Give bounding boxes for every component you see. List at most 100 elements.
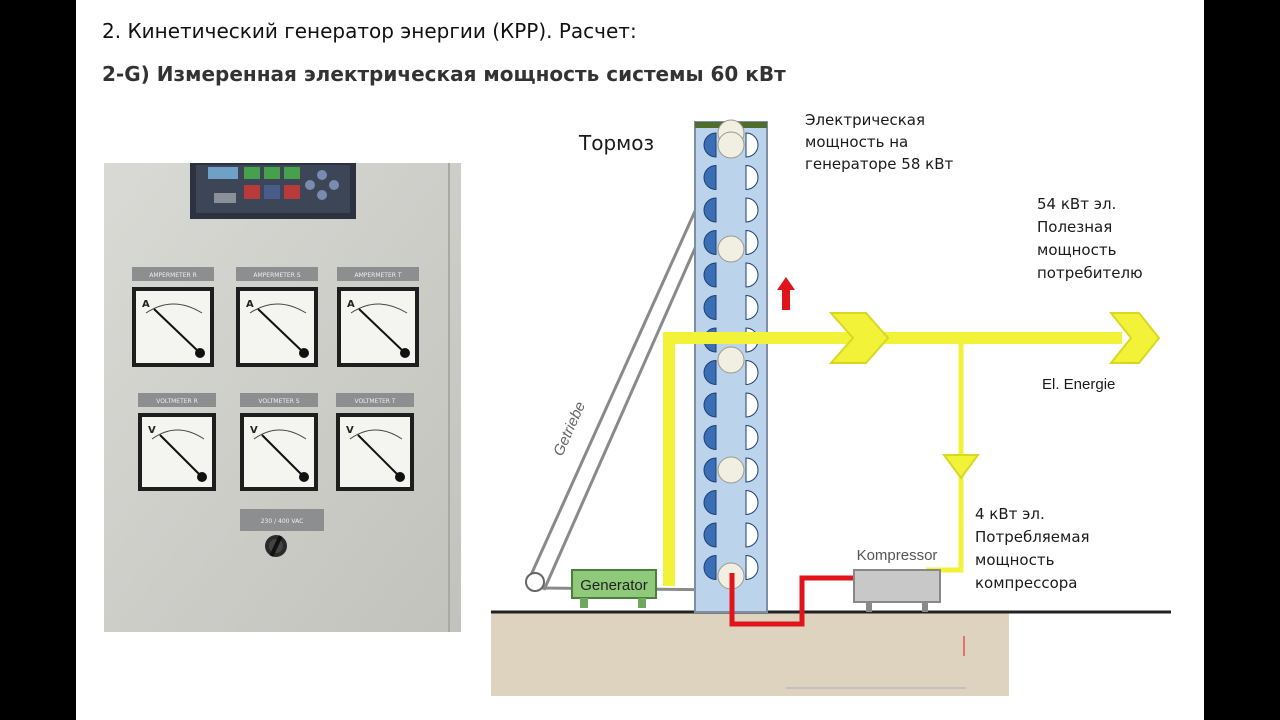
bucket-right [745,424,759,451]
bucket-left [703,359,717,386]
compressor-power-line: мощность [975,551,1055,569]
bucket-left [703,522,717,548]
useful-power-line: мощность [1037,241,1117,259]
flow-arrow-down [942,454,980,480]
bucket-right [745,522,759,548]
generator-power-label: Электрическая мощность на генераторе 58 … [805,109,953,175]
voltmeter-label-plate [138,393,216,407]
ammeter-meter: AMPERMETER S A [236,267,318,367]
flow-arrow [1108,312,1161,364]
bucket-left [703,489,717,516]
compressor-power-line: компрессора [975,574,1078,592]
ammeter-needle [358,308,406,354]
bucket-left [703,262,717,288]
bucket-left [703,457,717,483]
compressor: Kompressor [853,547,941,612]
voltmeter-symbol: V [148,425,156,436]
slide-heading: 2. Кинетический генератор энергии (КРР).… [102,19,637,43]
ammeter-label: AMPERMETER R [149,272,197,279]
ammeter-symbol: A [246,299,254,310]
voltmeter-label: VOLTMETER S [258,398,299,405]
bucket-right [745,132,759,158]
voltmeter-meter: VOLTMETER S V [240,393,318,491]
air-line [729,573,854,627]
bucket-right [745,164,759,191]
voltmeter-scale [349,429,403,440]
gearbox-label: Getriebe [550,399,589,458]
air-balls [717,119,745,590]
bucket-left [703,294,717,321]
air-ball [717,131,745,159]
voltage-plate-text: 230 / 400 VAC [261,518,304,525]
compressor-power-line: 4 кВт эл. [975,505,1045,523]
ammeter-pivot [299,348,309,358]
ammeter-scale [249,303,307,314]
compressor-power-label: 4 кВт эл. Потребляемая мощность компресс… [975,503,1090,595]
voltmeter-needle [357,434,401,478]
voltmeter-symbol: V [346,425,354,436]
bucket-left [703,554,717,581]
bucket-right [745,229,759,256]
ammeter-label-plate [236,267,318,281]
generator-label: Generator [580,577,648,594]
energy-flow [663,312,1161,586]
generator-power-line: генераторе 58 кВт [805,155,954,173]
ammeter-label: AMPERMETER S [253,272,300,279]
ammeter-label: AMPERMETER T [354,272,401,279]
air-ball [717,235,745,263]
brake-label: Тормоз [579,131,655,155]
bucket-right [745,457,759,483]
bucket-left [703,197,717,223]
ammeter-needle [257,308,305,354]
voltmeter-label: VOLTMETER R [156,398,198,405]
ammeter-meter: AMPERMETER R A [132,267,214,367]
bucket-left [703,164,717,191]
useful-power-line: 54 кВт эл. [1037,195,1117,213]
slide-subheading: 2-G) Измеренная электрическая мощность с… [102,62,786,86]
voltmeter-label-plate [336,393,414,407]
voltmeter-label: VOLTMETER T [354,398,395,405]
bucket-right [745,262,759,288]
ammeter-symbol: A [142,299,150,310]
air-ball [717,346,745,374]
voltmeter-meter: VOLTMETER T V [336,393,414,491]
voltmeter-pivot [299,472,309,482]
voltage-plate [240,509,324,531]
kinetic-generator-diagram: Getriebe Generator [491,119,1171,696]
bucket-right [745,359,759,386]
selector-switch [265,535,287,557]
generator-power-line: мощность на [805,133,909,151]
controller-unit [190,163,356,219]
voltmeter-needle [261,434,305,478]
air-ball [717,456,745,484]
ammeter-label-plate [337,267,419,281]
generator-power-line: Электрическая [805,111,925,129]
voltmeter-scale [151,429,205,440]
generator: Generator [571,569,657,608]
voltmeter-scale [253,429,307,440]
bucket-left [703,229,717,256]
bucket-chain [703,132,759,581]
voltmeter-label-plate [240,393,318,407]
ammeter-needle [153,308,201,354]
useful-power-label: 54 кВт эл. Полезная мощность потребителю [1037,193,1143,285]
voltmeter-symbol: V [250,425,258,436]
flow-arrow [828,312,890,364]
bucket-right [745,392,759,418]
ammeter-pivot [400,348,410,358]
ammeter-symbol: A [347,299,355,310]
slide: 2. Кинетический генератор энергии (КРР).… [76,0,1204,720]
ammeter-meter: AMPERMETER T A [337,267,419,367]
bucket-right [745,197,759,223]
bucket-right [745,554,759,581]
useful-power-line: Полезная [1037,218,1113,236]
compressor-power-line: Потребляемая [975,528,1090,546]
el-energie-label: El. Energie [1042,376,1116,393]
bucket-left [703,392,717,418]
voltmeter-pivot [197,472,207,482]
ammeter-pivot [195,348,205,358]
ammeter-scale [145,303,203,314]
voltmeter-meter: VOLTMETER R V [138,393,216,491]
